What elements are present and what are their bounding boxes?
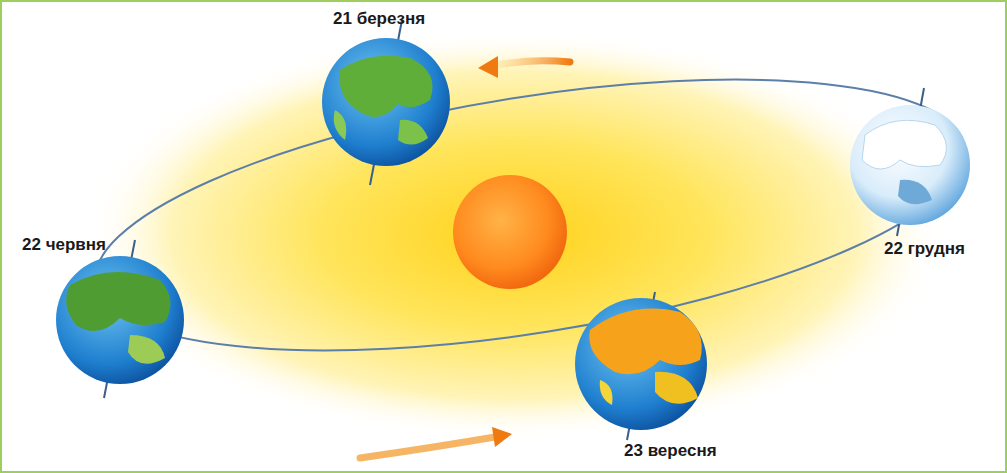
date-label: 21 березня <box>333 10 425 29</box>
date-label: 22 грудня <box>884 240 965 259</box>
date-label: 22 червня <box>22 236 106 255</box>
date-label: 23 вересня <box>624 442 717 461</box>
